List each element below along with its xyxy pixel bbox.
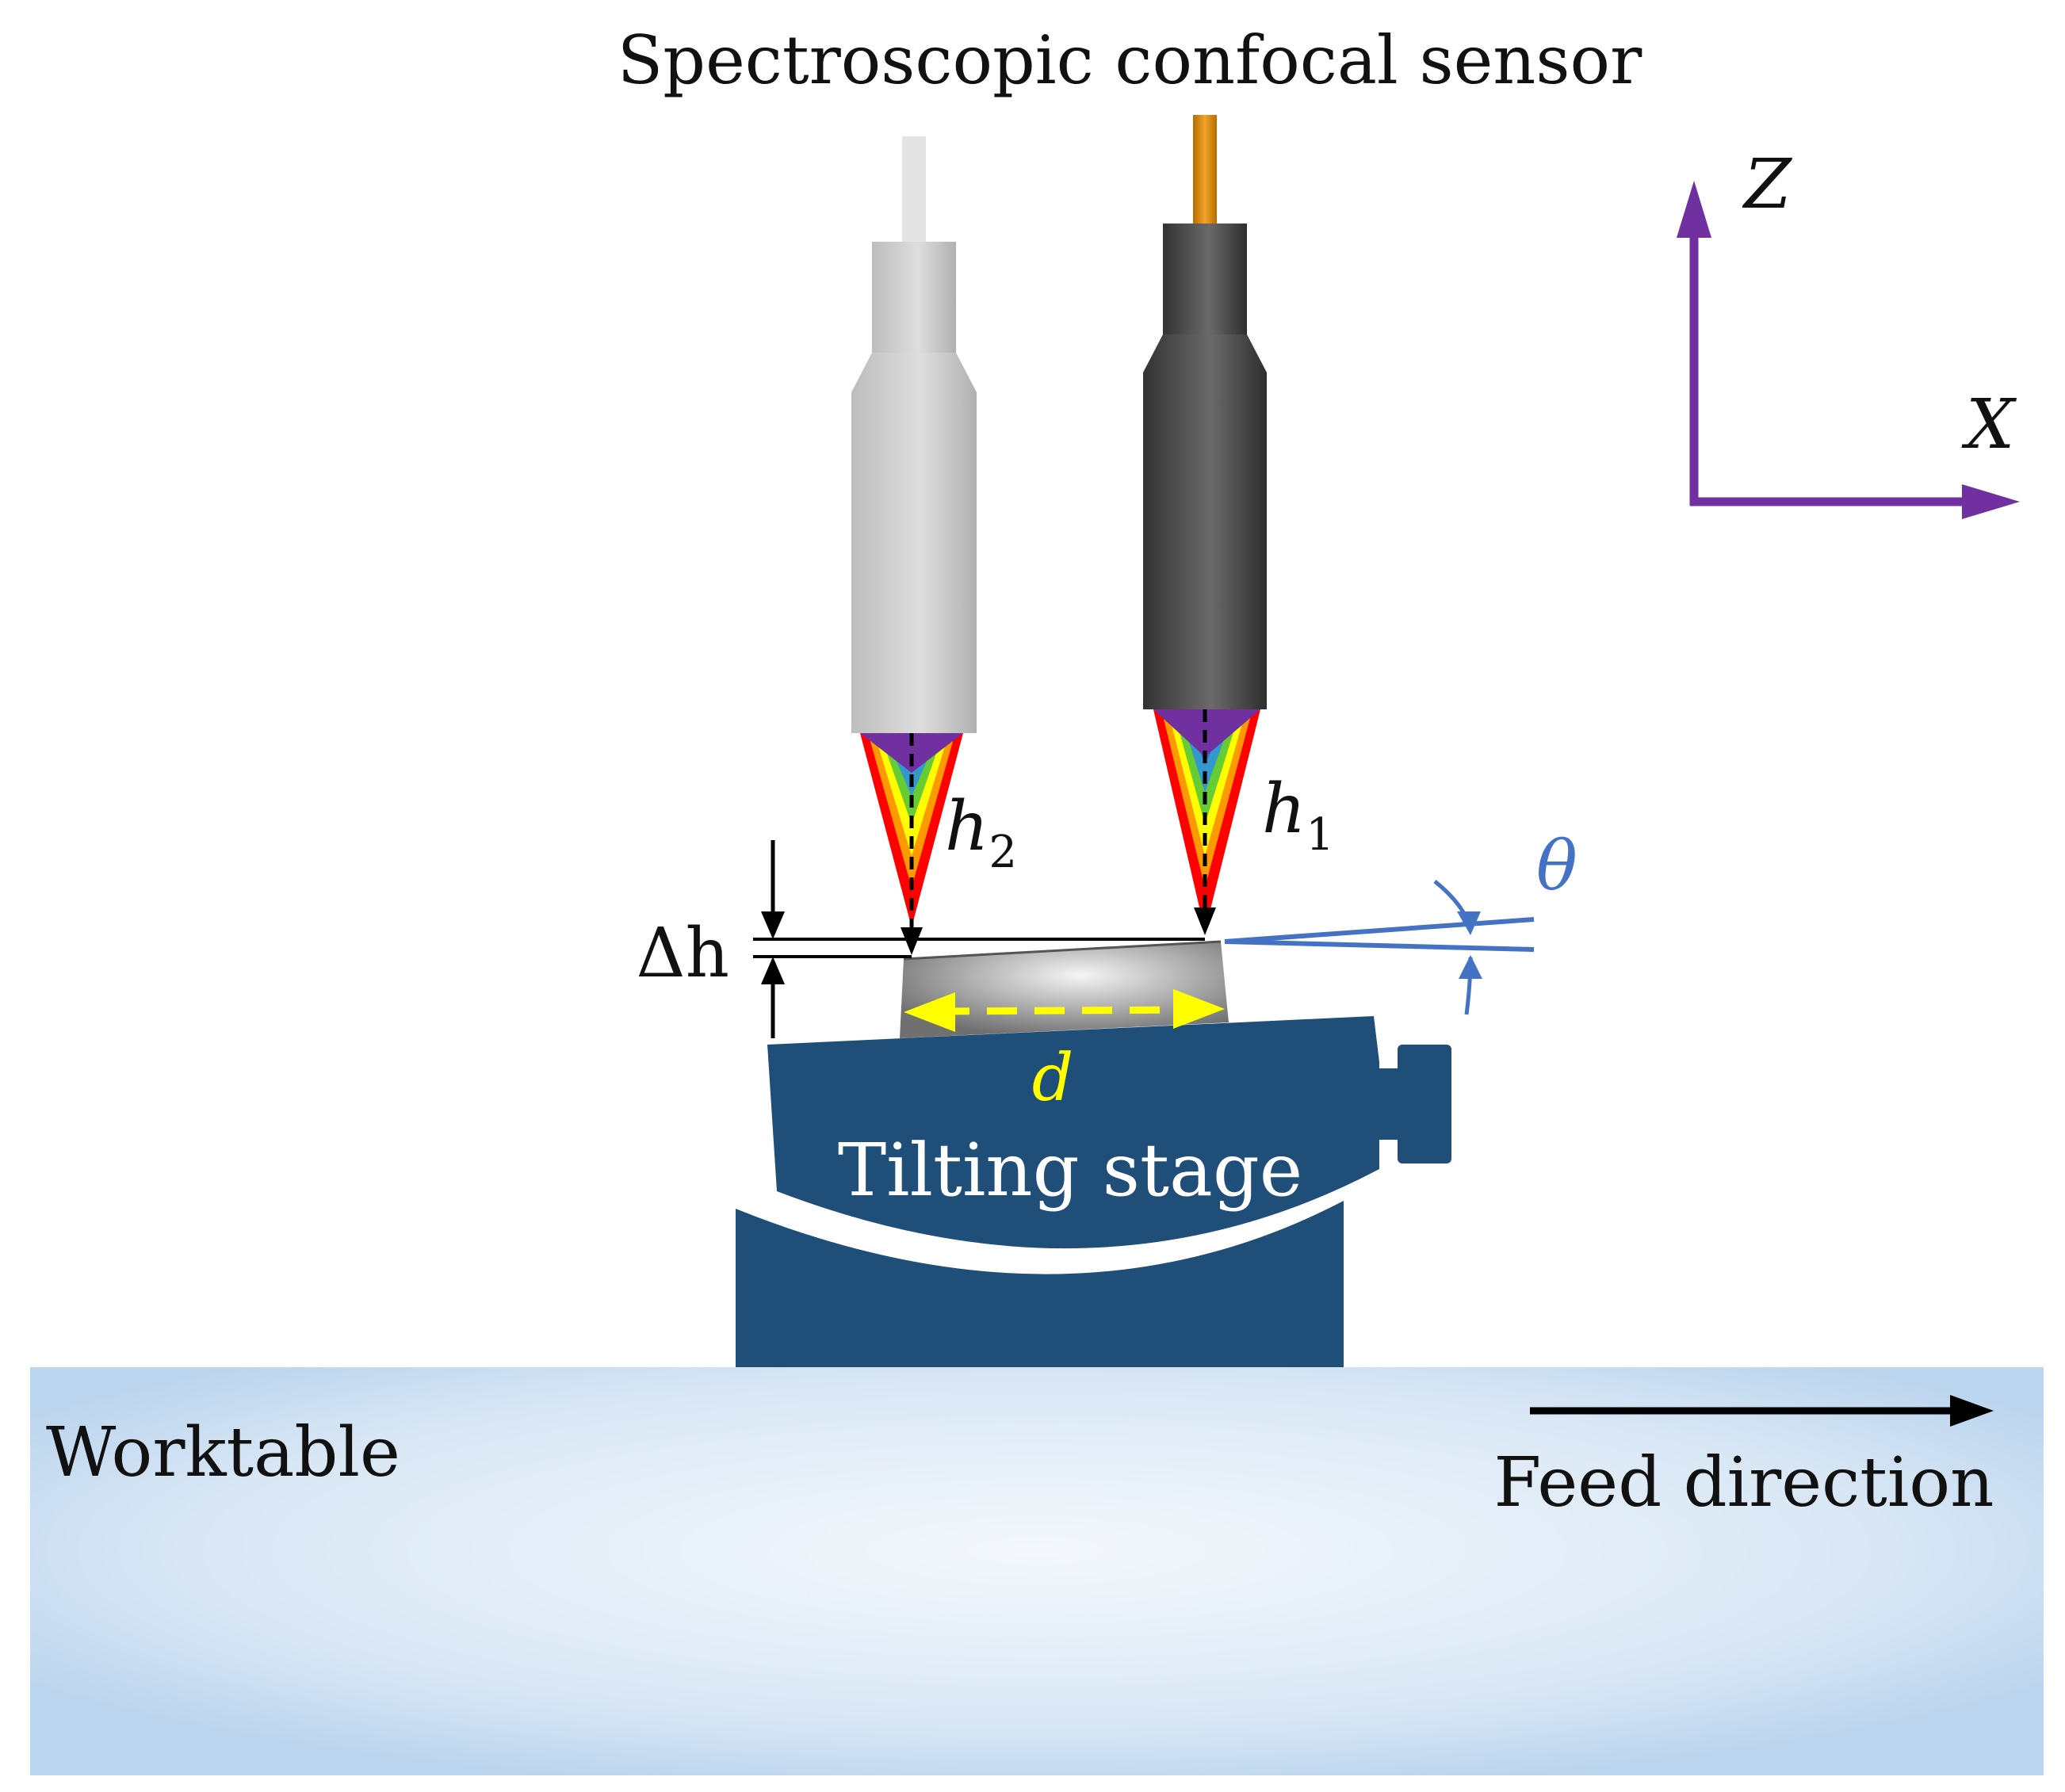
axis-x-label: X bbox=[1961, 385, 2017, 464]
feed-direction: Feed direction bbox=[1493, 1395, 1994, 1523]
tilting-stage-knob-neck bbox=[1371, 1068, 1400, 1140]
sensor-probe-right bbox=[1143, 115, 1267, 709]
sensor-probe-left bbox=[851, 136, 977, 733]
cable-right bbox=[1193, 115, 1217, 226]
tilting-stage: Tilting stage bbox=[736, 1016, 1451, 1367]
feed-direction-arrowhead bbox=[1950, 1395, 1994, 1427]
delta-h-label: Δh bbox=[637, 914, 730, 993]
d-arrowhead-right bbox=[1173, 989, 1225, 1029]
tilting-stage-cradle bbox=[767, 1016, 1379, 1249]
measurement-beam-right bbox=[1194, 709, 1216, 935]
h1-label: h1 bbox=[1262, 770, 1334, 861]
theta-label: θ bbox=[1536, 827, 1577, 906]
worktable-label: Worktable bbox=[46, 1413, 400, 1492]
measurement-beam-left bbox=[901, 733, 923, 955]
axis-x-arrowhead bbox=[1962, 484, 2020, 519]
diagram-title: Spectroscopic confocal sensor bbox=[618, 21, 1642, 99]
sample-disk bbox=[900, 940, 1229, 1038]
feed-direction-label: Feed direction bbox=[1493, 1443, 1994, 1523]
coordinate-axes: Z X bbox=[1677, 145, 2020, 519]
tilting-stage-gap bbox=[748, 1186, 1349, 1268]
axis-z-arrowhead bbox=[1677, 181, 1711, 238]
tilting-stage-knob bbox=[1398, 1045, 1451, 1163]
delta-h-dimension: Δh bbox=[637, 840, 785, 1038]
tilting-stage-label: Tilting stage bbox=[838, 1128, 1302, 1213]
d-dimension: d bbox=[904, 989, 1225, 1116]
theta-angle: θ bbox=[1224, 827, 1577, 1015]
cable-left bbox=[902, 136, 926, 243]
d-label: d bbox=[1032, 1041, 1074, 1116]
worktable: Worktable bbox=[30, 1367, 2044, 1775]
axis-z-label: Z bbox=[1742, 145, 1792, 224]
h2-label: h2 bbox=[945, 787, 1017, 878]
tilting-stage-base bbox=[736, 1201, 1344, 1367]
d-arrowhead-left bbox=[904, 992, 955, 1032]
